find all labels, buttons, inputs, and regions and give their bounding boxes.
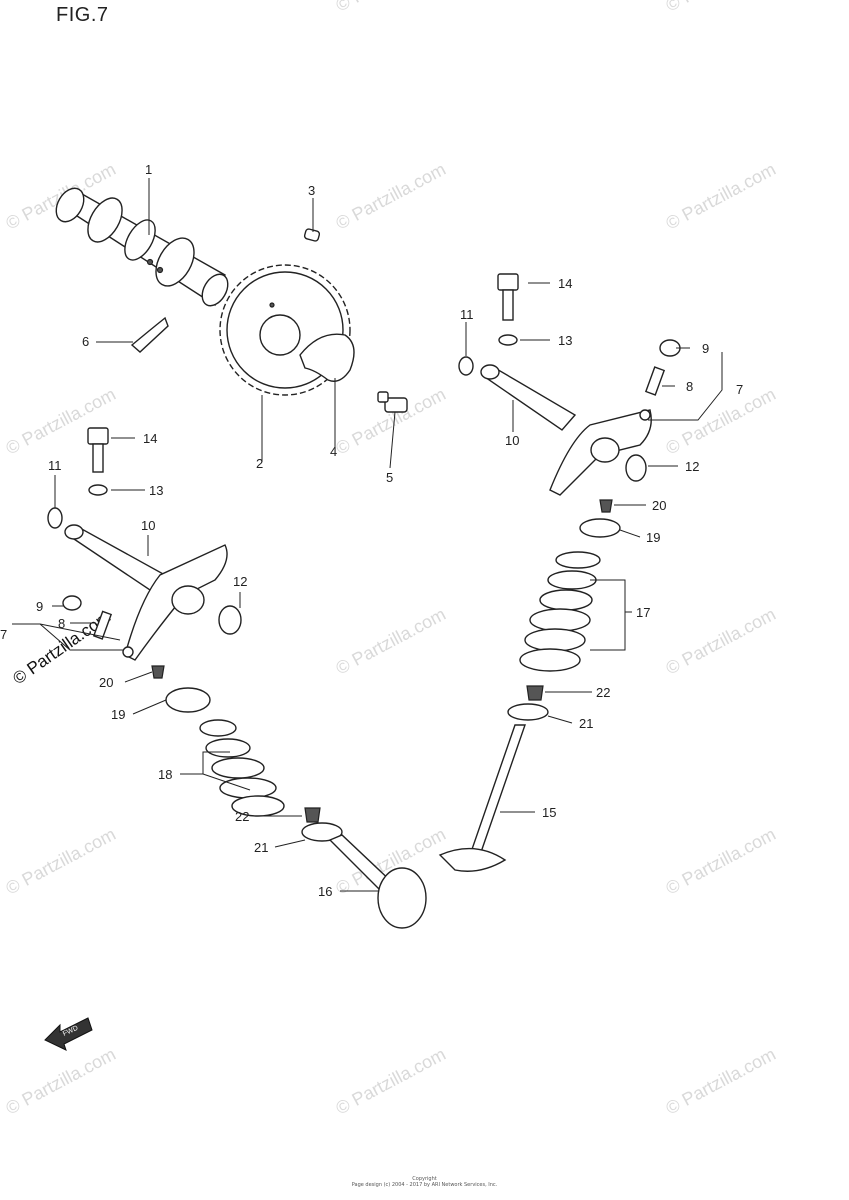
- watermark: © Partzilla.com: [2, 824, 118, 899]
- bolt-part-5: [377, 391, 408, 413]
- watermark: © Partzilla.com: [662, 824, 778, 899]
- oil-seal-part-12-left: [218, 605, 242, 635]
- copyright-footer: Copyright Page design (c) 2004 - 2017 by…: [0, 1176, 849, 1188]
- adjuster-part-8-left: [92, 610, 113, 640]
- o-ring-part-11-right: [458, 356, 474, 376]
- callout-7-left: 7: [0, 627, 7, 642]
- copyright-line-1: Copyright: [412, 1176, 437, 1182]
- seal-part-22-left: [304, 807, 321, 823]
- callout-11-left: 11: [48, 458, 62, 473]
- watermark: © Partzilla.com: [662, 604, 778, 679]
- watermark: © Partzilla.com: [662, 159, 778, 234]
- callout-2: 2: [256, 456, 263, 471]
- callout-4: 4: [330, 444, 337, 459]
- bolt-part-14-left: [87, 427, 109, 473]
- watermark: © Partzilla.com: [662, 384, 778, 459]
- rocker-shaft-right: [480, 364, 577, 431]
- callout-19-left: 19: [111, 707, 125, 722]
- callout-16: 16: [318, 884, 332, 899]
- callout-3: 3: [308, 183, 315, 198]
- pin-part: [303, 228, 321, 242]
- retainer-part-19-left: [165, 687, 211, 713]
- watermark: © Partzilla.com: [2, 1044, 118, 1119]
- callout-10-left: 10: [141, 518, 155, 533]
- rocker-arm-left: [122, 544, 228, 661]
- callout-13-right: 13: [558, 333, 572, 348]
- seat-part-21-right: [507, 703, 549, 721]
- forward-arrow-icon: FWD: [44, 1017, 93, 1051]
- seat-part-21-left: [301, 822, 343, 842]
- callout-13-left: 13: [149, 483, 163, 498]
- valve-part-16: [328, 834, 427, 929]
- adjuster-part-8-right: [644, 366, 666, 396]
- cam-stopper-part: [130, 316, 169, 353]
- oil-seal-part-12-right: [625, 454, 647, 482]
- watermark: © Partzilla.com: [662, 1044, 778, 1119]
- callout-15: 15: [542, 805, 556, 820]
- watermark: © Partzilla.com: [332, 604, 448, 679]
- watermark: © Partzilla.com: [332, 1044, 448, 1119]
- callout-20-left: 20: [99, 675, 113, 690]
- callout-10-right: 10: [505, 433, 519, 448]
- figure-title: FIG.7: [56, 4, 109, 26]
- copyright-line-2: Page design (c) 2004 - 2017 by ARI Netwo…: [351, 1182, 498, 1188]
- callout-22-left: 22: [235, 809, 249, 824]
- callout-1: 1: [145, 162, 152, 177]
- callout-9-left: 9: [36, 599, 43, 614]
- leader-lines: [12, 178, 723, 892]
- callout-21-left: 21: [254, 840, 268, 855]
- cotter-part-20-left: [151, 665, 165, 679]
- spring-part-17: [519, 551, 601, 672]
- rocker-arm-right: [549, 409, 652, 496]
- callout-22-right: 22: [596, 685, 610, 700]
- plate-part: [299, 333, 355, 382]
- callout-14-left: 14: [143, 431, 157, 446]
- callout-11-right: 11: [460, 307, 474, 322]
- camshaft-part: [55, 187, 229, 307]
- callout-20-right: 20: [652, 498, 666, 513]
- callout-labels: 1 2 3 4 5 6 7 7 8 8 9 9 10 10 11 11 12 1…: [0, 162, 743, 899]
- cotter-part-20-right: [599, 499, 613, 513]
- callout-7-right: 7: [736, 382, 743, 397]
- watermark: © Partzilla.com: [332, 384, 448, 459]
- watermark: © Partzilla.com: [332, 159, 448, 234]
- o-ring-part-11-left: [47, 507, 63, 529]
- callout-5: 5: [386, 470, 393, 485]
- bolt-part-14-right: [497, 273, 519, 321]
- washer-part-13-left: [88, 484, 108, 496]
- watermark: © Partzilla.com: [662, 0, 778, 16]
- callout-18: 18: [158, 767, 172, 782]
- callout-21-right: 21: [579, 716, 593, 731]
- valve-part-15: [438, 724, 526, 872]
- callout-8-right: 8: [686, 379, 693, 394]
- callout-14-right: 14: [558, 276, 572, 291]
- seal-part-22-right: [526, 685, 544, 701]
- spring-part-18: [199, 719, 285, 817]
- watermark: © Partzilla.com: [332, 0, 448, 16]
- washer-part-13-right: [498, 334, 518, 346]
- callout-6: 6: [82, 334, 89, 349]
- callout-12-right: 12: [685, 459, 699, 474]
- nut-part-9-left: [62, 595, 82, 611]
- callout-12-left: 12: [233, 574, 247, 589]
- callout-19-right: 19: [646, 530, 660, 545]
- callout-8-left: 8: [58, 616, 65, 631]
- callout-17: 17: [636, 605, 650, 620]
- callout-9-right: 9: [702, 341, 709, 356]
- rocker-shaft-left: [64, 524, 167, 591]
- retainer-part-19-right: [579, 518, 621, 538]
